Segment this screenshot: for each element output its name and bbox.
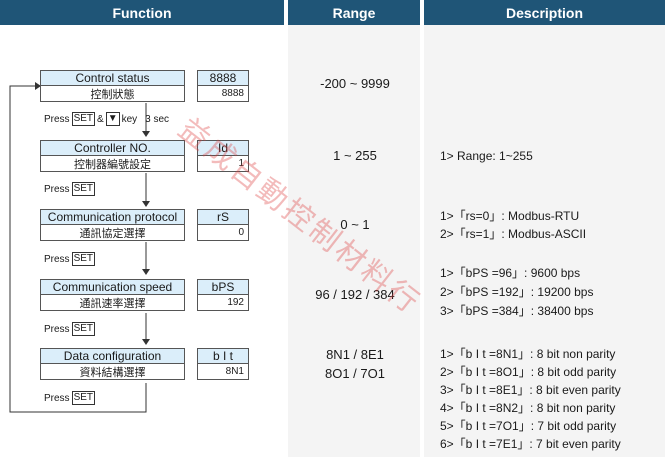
press-set-hint-4: Press SET	[44, 391, 96, 405]
loop-arrow-head	[35, 82, 41, 90]
data-config-desc-3: 3>「b I t =8E1」: 8 bit even parity	[440, 383, 621, 397]
set-key-icon: SET	[71, 322, 96, 336]
data-config-range-2: 8O1 / 7O1	[325, 366, 385, 381]
range-header: Range	[288, 0, 420, 25]
press-text: Press	[44, 183, 70, 195]
comm-protocol-code: rS	[197, 209, 249, 225]
control-status-code: 8888	[197, 70, 249, 86]
data-config-desc-2: 2>「b I t =8O1」: 8 bit odd parity	[440, 365, 617, 379]
comm-speed-desc-1: 1>「bPS =96」: 9600 bps	[440, 266, 581, 280]
comm-speed-desc-3: 3>「bPS =384」: 38400 bps	[440, 304, 594, 318]
press-text: Press	[44, 113, 70, 125]
controller-no-label: Controller NO.	[40, 140, 185, 156]
data-config-range-1: 8N1 / 8E1	[326, 347, 384, 362]
comm-protocol-range: 0 ~ 1	[340, 217, 370, 232]
amp-text: &	[97, 113, 104, 125]
press-text: Press	[44, 392, 70, 404]
controller-no-code: Id	[197, 140, 249, 156]
press-set-hint-2: Press SET	[44, 252, 96, 266]
comm-speed-default: 192	[197, 295, 249, 311]
control-status-range: -200 ~ 9999	[320, 76, 390, 91]
data-config-desc-6: 6>「b I t =7E1」: 7 bit even parity	[440, 437, 621, 451]
range-column-bg	[288, 25, 420, 457]
data-config-desc-5: 5>「b I t =7O1」: 7 bit odd parity	[440, 419, 617, 433]
set-key-icon: SET	[71, 182, 96, 196]
data-config-code: b I t	[197, 348, 249, 364]
comm-speed-code: bPS	[197, 279, 249, 295]
comm-speed-label: Communication speed	[40, 279, 185, 295]
comm-protocol-desc-2: 2>「rs=1」: Modbus-ASCII	[440, 227, 587, 241]
press-set-down-hint: Press SET & ▼ key 3 sec	[44, 112, 169, 126]
comm-protocol-default: 0	[197, 225, 249, 241]
comm-speed-desc-2: 2>「bPS =192」: 19200 bps	[440, 285, 594, 299]
control-status-default: 8888	[197, 86, 249, 102]
key-text: key	[121, 113, 138, 125]
press-text: Press	[44, 323, 70, 335]
data-config-label: Data configuration	[40, 348, 185, 364]
comm-speed-label-zh: 通訊速率選擇	[40, 295, 185, 311]
time-text: 3 sec	[145, 113, 170, 125]
loop-back-line	[9, 85, 147, 413]
data-config-desc-4: 4>「b I t =8N2」: 8 bit non parity	[440, 401, 616, 415]
control-status-label-zh: 控制狀態	[40, 86, 185, 102]
comm-protocol-label: Communication protocol	[40, 209, 185, 225]
set-key-icon: SET	[71, 112, 96, 126]
controller-no-label-zh: 控制器編號設定	[40, 156, 185, 172]
down-key-icon: ▼	[105, 112, 120, 126]
data-config-label-zh: 資料結構選擇	[40, 364, 185, 380]
controller-no-range: 1 ~ 255	[333, 148, 377, 163]
data-config-default: 8N1	[197, 364, 249, 380]
data-config-desc-1: 1>「b I t =8N1」: 8 bit non parity	[440, 347, 616, 361]
description-column-bg	[424, 25, 665, 457]
comm-speed-range: 96 / 192 / 384	[315, 287, 395, 302]
set-key-icon: SET	[71, 391, 96, 405]
description-header: Description	[424, 0, 665, 25]
comm-protocol-desc-1: 1>「rs=0」: Modbus-RTU	[440, 209, 580, 223]
controller-no-desc-1: 1> Range: 1~255	[440, 149, 533, 163]
control-status-label: Control status	[40, 70, 185, 86]
comm-protocol-label-zh: 通訊協定選擇	[40, 225, 185, 241]
press-set-hint-1: Press SET	[44, 182, 96, 196]
controller-no-default: 1	[197, 156, 249, 172]
set-key-icon: SET	[71, 252, 96, 266]
press-text: Press	[44, 253, 70, 265]
press-set-hint-3: Press SET	[44, 322, 96, 336]
function-header: Function	[0, 0, 284, 25]
